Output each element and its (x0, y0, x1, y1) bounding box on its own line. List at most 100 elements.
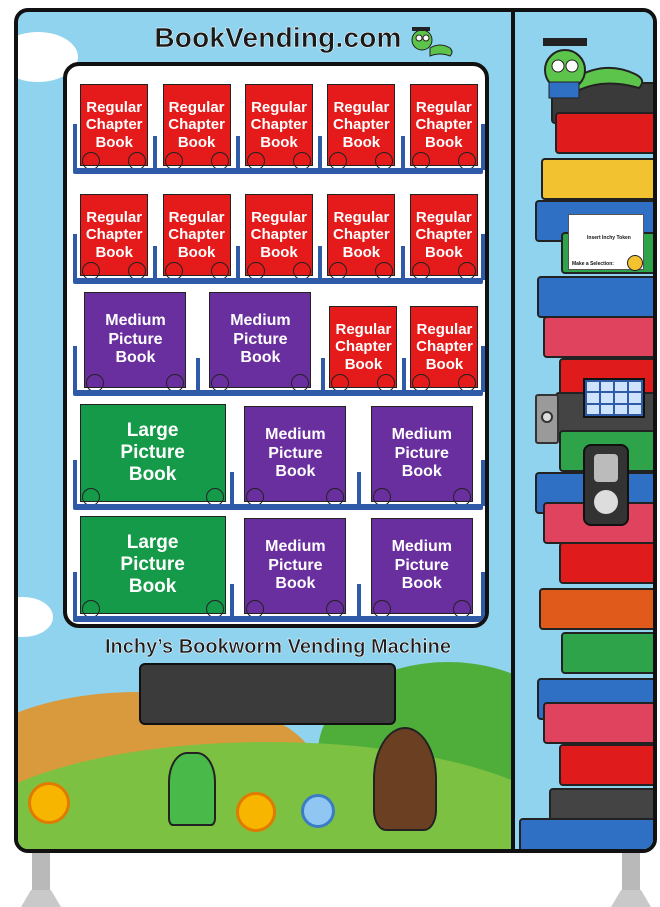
keypad-key[interactable] (615, 404, 627, 414)
book-label-line: Book (260, 243, 298, 261)
screen-token-text: Insert Inchy Token (587, 235, 631, 241)
book-label-line: Picture (394, 556, 449, 574)
keypad-key[interactable] (587, 382, 599, 392)
bookworm-mascot-icon (543, 38, 644, 99)
book-label-line: Chapter (85, 116, 143, 134)
book-label-line: Book (95, 243, 133, 261)
book-label-line: Picture (120, 554, 185, 576)
keypad-key[interactable] (615, 382, 627, 392)
stacked-book-decoration (539, 588, 653, 630)
keypad-key[interactable] (629, 404, 641, 414)
book-label-line: Regular (415, 209, 472, 227)
shelf-end-post (481, 124, 485, 170)
stacked-book-decoration (559, 542, 653, 584)
keypad-key[interactable] (601, 393, 613, 403)
keypad-key[interactable] (629, 393, 641, 403)
shelf-bar (73, 616, 483, 622)
book-label-line: Book (342, 133, 381, 151)
shelf-end-post (481, 346, 485, 392)
shelf-divider (195, 358, 200, 392)
bookworm-logo-icon (411, 27, 453, 57)
book-label-line: Regular (168, 209, 225, 227)
door-lock[interactable] (583, 444, 629, 526)
shelf-end-post (481, 460, 485, 506)
book-label-line: Chapter (335, 338, 392, 356)
stacked-book-decoration (541, 158, 653, 200)
book-label-line: Medium (105, 312, 166, 330)
keypad-key[interactable] (601, 382, 613, 392)
book-label-line: Book (425, 355, 464, 373)
book-label-line: Chapter (416, 338, 473, 356)
book-label-line: Medium (230, 312, 291, 330)
bookworm-reading-icon (168, 752, 216, 826)
shelf-end-post (73, 124, 77, 170)
shelf-divider (320, 358, 325, 392)
book-label-line: Picture (108, 330, 163, 348)
keypad-key[interactable] (601, 404, 613, 414)
book-label-line: Large (126, 532, 179, 554)
keypad-key[interactable] (587, 393, 599, 403)
shelf-bar (73, 168, 483, 174)
book-label-line: Book (425, 133, 463, 151)
keypad-key[interactable] (629, 382, 641, 392)
selection-keypad[interactable] (583, 378, 645, 418)
book-label-line: Book (95, 133, 133, 151)
token-slot[interactable] (535, 394, 559, 444)
screen-selection-text: Make a Selection: (572, 261, 614, 267)
book-label-line: Book (240, 349, 281, 367)
book-label-line: Medium (391, 538, 453, 556)
shelf-end-post (73, 460, 77, 506)
book-label-line: Regular (251, 99, 307, 117)
keypad-key[interactable] (587, 404, 599, 414)
stacked-book-decoration (543, 702, 653, 744)
cloud-decoration (18, 597, 53, 637)
book-label-line: Picture (233, 330, 288, 348)
book-label-line: Chapter (333, 226, 390, 244)
book-label-line: Regular (168, 99, 225, 117)
shelf-bar (73, 278, 483, 284)
machine-foot-right (611, 890, 651, 907)
stacked-book-decoration (561, 632, 653, 674)
shelf-end-post (481, 234, 485, 280)
book-label-line: Chapter (168, 226, 225, 244)
book-label-line: Chapter (415, 226, 473, 244)
shelf-divider (230, 472, 235, 506)
shelf-bar (73, 390, 483, 396)
shelf-end-post (481, 572, 485, 618)
token-icon (627, 255, 643, 271)
book-label-line: Picture (268, 444, 323, 462)
book-label-line: Book (177, 133, 216, 151)
book-label-line: Book (128, 575, 177, 597)
child-reading-icon (373, 727, 437, 831)
shelf-divider (400, 246, 405, 280)
machine-foot-left (21, 890, 61, 907)
book-label-line: Regular (86, 209, 143, 227)
sunflower-icon (28, 782, 70, 824)
book-label-line: Book (177, 243, 216, 261)
shelf-divider (230, 584, 235, 618)
site-title: BookVending.com (154, 22, 402, 54)
shelf-divider (356, 472, 361, 506)
dispense-tray[interactable] (139, 663, 396, 725)
keypad-key[interactable] (615, 393, 627, 403)
book-label-line: Regular (333, 99, 390, 117)
